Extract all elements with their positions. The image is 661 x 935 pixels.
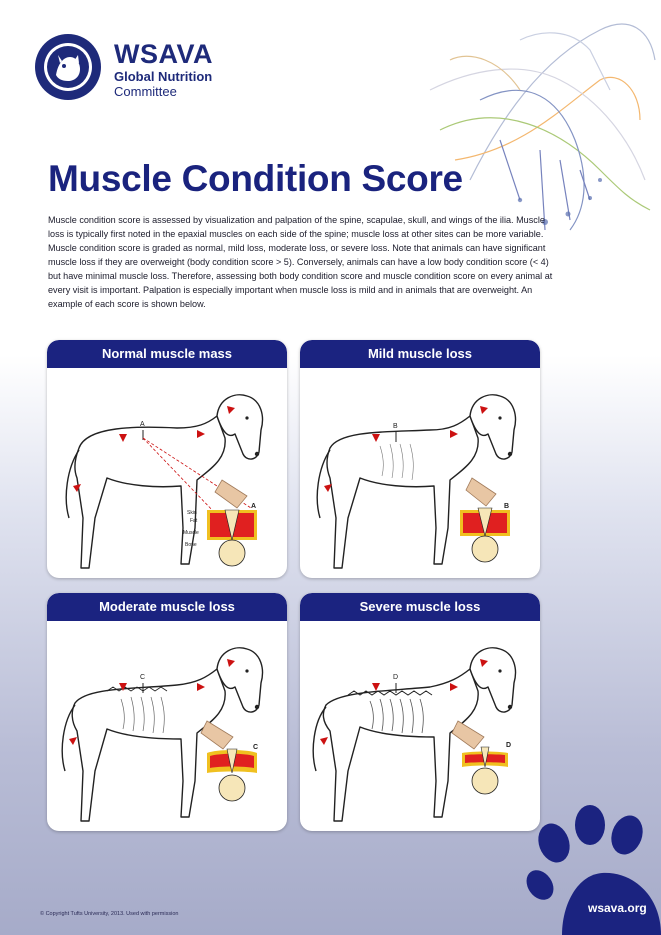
panel-severe: Severe muscle loss D D xyxy=(300,593,540,831)
panel-title: Severe muscle loss xyxy=(300,593,540,621)
wsava-logo: WSAVA Global Nutrition Committee xyxy=(34,33,234,103)
layer-label-bone: Bone xyxy=(185,542,197,548)
normal-dog-illustration: A A Skin Fat Muscle Bone xyxy=(65,394,264,569)
layer-label-muscle: Muscle xyxy=(183,530,199,536)
page-title: Muscle Condition Score xyxy=(48,158,463,199)
spine-marker: A xyxy=(140,421,145,428)
panel-title: Normal muscle mass xyxy=(47,340,287,368)
panel-moderate: Moderate muscle loss C C xyxy=(47,593,287,831)
dog-body xyxy=(74,415,226,569)
layer-label-skin: Skin xyxy=(187,510,197,516)
copyright-notice: © Copyright Tufts University, 2013. Used… xyxy=(40,911,179,917)
severe-dog-illustration: D D xyxy=(312,647,517,822)
moderate-dog-illustration: C C xyxy=(61,647,264,822)
intro-paragraph: Muscle condition score is assessed by vi… xyxy=(48,215,553,309)
dog-tail xyxy=(65,449,80,519)
spine-marker: D xyxy=(393,674,398,681)
mild-dog-illustration: B B xyxy=(316,394,517,569)
cross-section-marker: B xyxy=(504,503,509,510)
layer-label-fat: Fat xyxy=(190,518,198,524)
paw-print-icon xyxy=(526,805,661,935)
wsava-seal-icon xyxy=(35,34,101,100)
cross-section-marker: D xyxy=(506,742,511,749)
cross-section-marker: A xyxy=(251,503,256,510)
panel-mild: Mild muscle loss B B xyxy=(300,340,540,578)
panel-normal: Normal muscle mass A A Skin Fat Muscle B… xyxy=(47,340,287,578)
spine-marker: B xyxy=(393,423,398,430)
website-link[interactable]: wsava.org xyxy=(588,901,647,915)
panel-title: Mild muscle loss xyxy=(300,340,540,368)
committee-line1: Global Nutrition xyxy=(114,69,213,84)
committee-line2: Committee xyxy=(114,84,177,99)
org-name: WSAVA xyxy=(114,39,213,69)
spine-marker: C xyxy=(140,674,145,681)
cross-section-marker: C xyxy=(253,744,258,751)
panel-title: Moderate muscle loss xyxy=(47,593,287,621)
